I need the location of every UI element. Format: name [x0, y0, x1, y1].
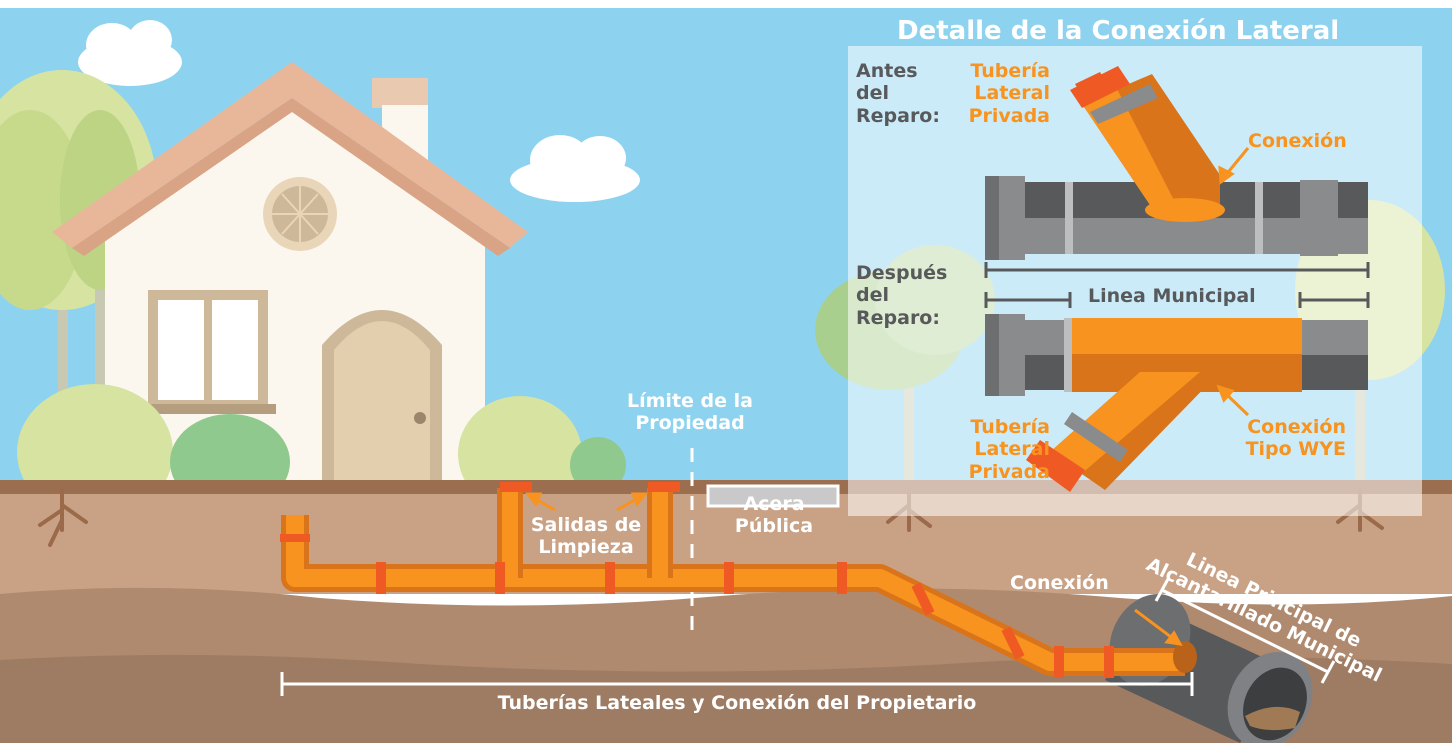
municipal-line-label: Linea Municipal	[1088, 285, 1256, 307]
wye-connection-label: Conexión Tipo WYE	[1228, 416, 1346, 461]
after-repair-pipes	[985, 314, 1368, 492]
lateral-bottom-line-2: Lateral	[974, 438, 1050, 461]
pipe-bands	[280, 482, 1114, 678]
before-label-line-3: Reparo:	[856, 104, 940, 127]
lateral-top-line-1: Tubería	[970, 60, 1050, 82]
sidewalk-line-1: Acera	[743, 493, 805, 515]
after-label-line-3: Reparo:	[856, 306, 940, 329]
connection-top-label: Conexión	[1248, 130, 1347, 152]
after-label-line-1: Después	[856, 262, 948, 284]
property-limit-line-1: Límite de la	[627, 390, 753, 412]
before-repair-pipes	[985, 66, 1368, 260]
after-label-line-2: del	[856, 284, 889, 307]
after-repair-label: Después del Reparo:	[856, 262, 947, 329]
before-label-line-2: del	[856, 82, 889, 105]
municipal-line-brackets	[984, 262, 1370, 308]
lateral-top-line-3: Privada	[968, 104, 1050, 127]
cloud-center	[510, 135, 640, 202]
lateral-top-label: Tubería Lateral Privada	[958, 60, 1050, 127]
main-connection-label: Conexión	[1010, 572, 1109, 594]
sidewalk-line-2: Pública	[734, 515, 814, 538]
lateral-top-line-2: Lateral	[974, 82, 1050, 105]
before-repair-label: Antes del Reparo:	[856, 60, 940, 127]
lateral-bottom-line-1: Tubería	[970, 416, 1050, 438]
lateral-bottom-label: Tubería Lateral Privada	[958, 416, 1050, 483]
wye-line-2: Tipo WYE	[1245, 438, 1346, 461]
municipal-main-sewer	[1105, 594, 1313, 743]
cleanouts-label: Salidas de Limpieza	[516, 514, 656, 559]
public-sidewalk	[706, 484, 840, 508]
owner-span-label: Tuberías Lateales y Conexión del Propiet…	[497, 692, 977, 714]
wye-line-1: Conexión	[1247, 416, 1346, 438]
property-limit-line-2: Propiedad	[635, 412, 745, 435]
private-lateral-pipe	[281, 488, 1185, 676]
detail-title: Detalle de la Conexión Lateral	[897, 16, 1340, 46]
property-limit-label: Límite de la Propiedad	[610, 390, 770, 435]
owner-span-bracket	[280, 672, 1194, 696]
detail-arrows	[1216, 147, 1250, 417]
before-label-line-1: Antes	[856, 60, 918, 82]
main-line-bracket	[1154, 578, 1336, 684]
house	[52, 62, 528, 509]
cloud-left	[78, 20, 182, 86]
lateral-bottom-line-3: Privada	[968, 460, 1050, 483]
cleanouts-line-1: Salidas de	[530, 514, 642, 536]
cleanouts-line-2: Limpieza	[538, 536, 634, 559]
callout-arrows	[524, 492, 1183, 646]
sidewalk-label: Acera Pública	[712, 493, 836, 538]
